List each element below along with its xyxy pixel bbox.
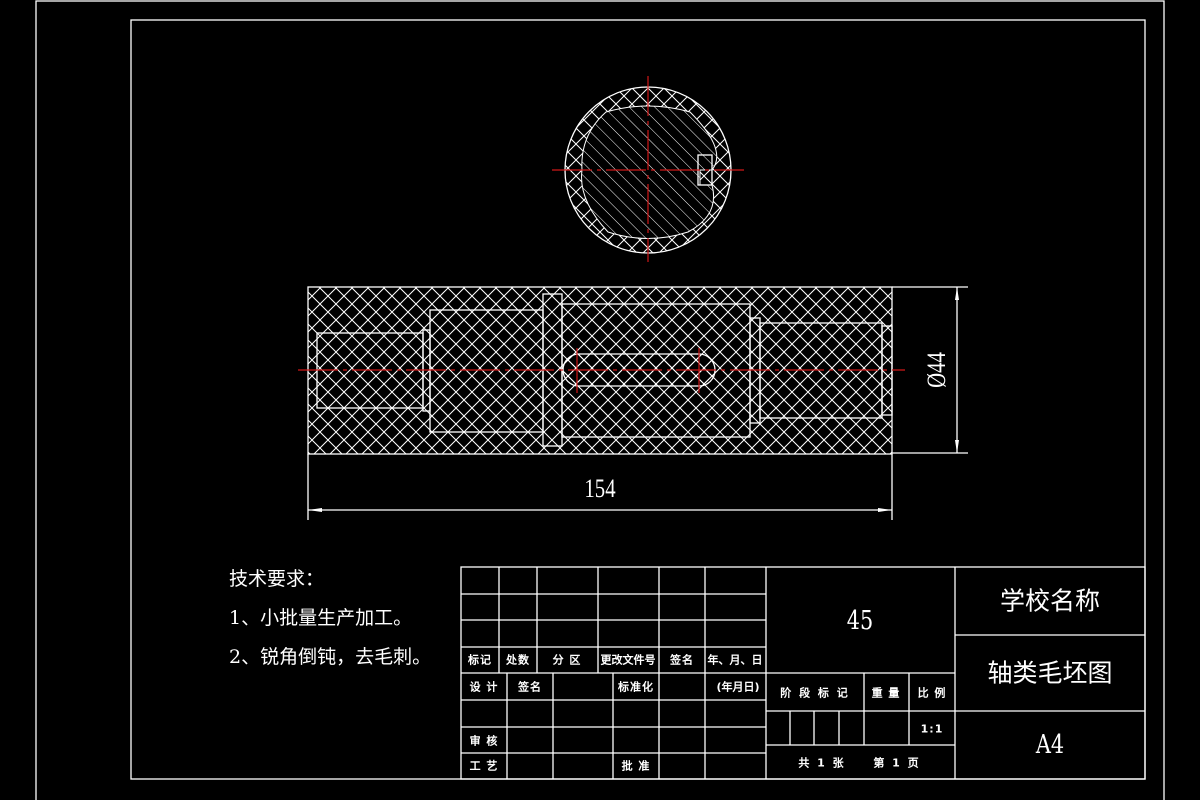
drawing-title: 轴类毛坯图 <box>987 658 1113 688</box>
standardization-label: 标准化 <box>618 680 654 694</box>
header-date: 年、月、日 <box>707 653 763 667</box>
tech-requirement-item: 2、锐角倒钝，去毛刺。 <box>229 646 432 668</box>
design-label: 设 计 <box>469 680 499 694</box>
date-label: (年月日) <box>716 680 760 694</box>
dimension-length <box>307 454 893 520</box>
process-label: 工 艺 <box>469 759 499 773</box>
header-change-doc: 更改文件号 <box>600 653 656 667</box>
outer-border <box>35 0 1165 800</box>
review-label: 审 核 <box>469 734 499 748</box>
header-count: 处数 <box>506 653 530 667</box>
approve-label: 批 准 <box>621 759 651 773</box>
scale-label: 比 例 <box>917 686 947 700</box>
title-block-grid <box>460 566 1146 780</box>
tech-requirement-item: 1、小批量生产加工。 <box>229 607 413 629</box>
stage-mark-label: 阶 段 标 记 <box>780 686 850 700</box>
header-mark: 标记 <box>468 653 492 667</box>
scale-value: 1:1 <box>920 722 944 736</box>
paper-size: A4 <box>1035 730 1065 760</box>
weight-label: 重 量 <box>871 686 901 700</box>
length-dimension-label: 154 <box>584 474 616 503</box>
header-zone: 分 区 <box>552 653 582 667</box>
section-view <box>552 76 744 262</box>
sheet-count: 共 1 张 <box>798 756 846 770</box>
page-number: 第 1 页 <box>873 756 921 770</box>
signature-label: 签名 <box>518 680 542 694</box>
tech-requirements-heading: 技术要求： <box>229 568 325 590</box>
shaft-blank-view <box>298 286 905 455</box>
school-name: 学校名称 <box>999 586 1101 616</box>
header-signature: 签名 <box>670 653 694 667</box>
dimension-diameter <box>892 286 968 454</box>
material-value: 45 <box>846 606 874 636</box>
diameter-dimension-label: Ø44 <box>922 352 951 388</box>
